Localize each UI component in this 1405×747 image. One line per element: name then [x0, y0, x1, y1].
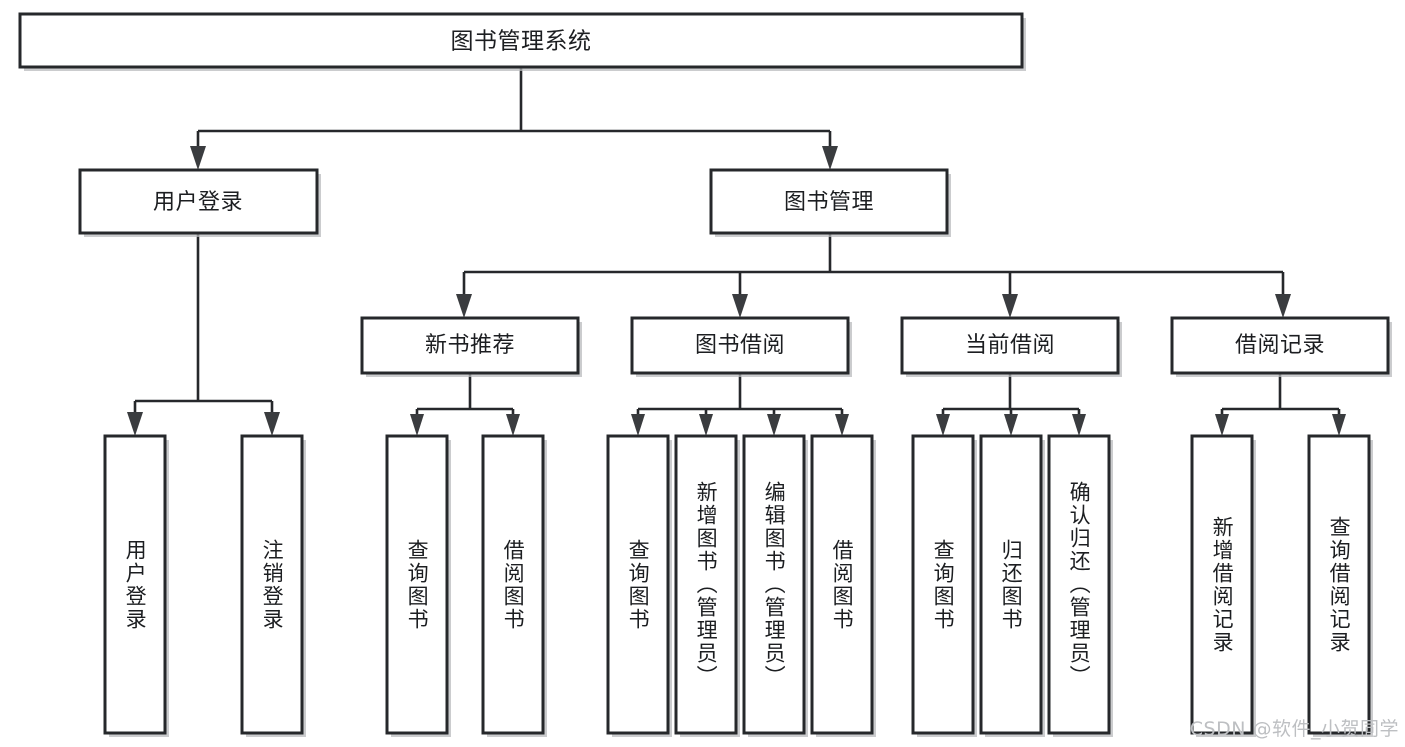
arrowhead-currentborrow-leaf-1: [936, 414, 950, 436]
csdn-watermark: CSDN @软件_小贺同学: [1189, 718, 1399, 740]
arrowhead-leaf-user-login-2: [264, 412, 280, 436]
leaf-current-borrow-0[interactable]: [911, 434, 975, 735]
leaf-user-login-0[interactable]: [103, 434, 167, 735]
box-group: [18, 12, 1390, 735]
arrowhead-book-borrow: [732, 294, 748, 318]
leaf-current-borrow-1[interactable]: [979, 434, 1043, 735]
leaf-borrow-record-1[interactable]: [1307, 434, 1371, 735]
node-user-login[interactable]: [78, 168, 319, 235]
node-root-label: 图书管理系统: [451, 29, 592, 55]
node-book-management-label: 图书管理: [784, 190, 874, 215]
arrowhead-leaf-user-login-1: [127, 412, 143, 436]
connector-group-user-login: [127, 233, 280, 436]
arrowhead-book-mgmt: [822, 146, 838, 170]
arrowhead-new-book: [456, 294, 472, 318]
arrowhead-borrowrecord-leaf-2: [1332, 414, 1346, 436]
node-root[interactable]: [18, 12, 1024, 69]
leaf-book-borrow-2[interactable]: [742, 434, 806, 735]
arrowhead-user-login: [190, 146, 206, 170]
connector-group-borrow-record: [1215, 373, 1346, 436]
node-book-borrow-label: 图书借阅: [695, 333, 785, 358]
arrowhead-borrow-record: [1275, 294, 1291, 318]
connector-group-current-borrow: [936, 373, 1086, 436]
leaf-current-borrow-2[interactable]: [1047, 434, 1111, 735]
arrowhead-borrowrecord-leaf-1: [1215, 414, 1229, 436]
node-borrow-record-label: 借阅记录: [1235, 333, 1325, 358]
node-borrow-record[interactable]: [1170, 316, 1390, 375]
connector-group-book-borrow: [631, 373, 849, 436]
label-group: 图书管理系统 用户登录 图书管理 新书推荐 图书借阅 当前借阅 借阅记录: [153, 29, 1325, 359]
arrowhead-bookborrow-leaf-4: [835, 414, 849, 436]
leaf-user-login-1[interactable]: [240, 434, 304, 735]
arrowhead-currentborrow-leaf-2: [1004, 414, 1018, 436]
node-user-login-label: 用户登录: [153, 190, 243, 215]
connector-group-root: [190, 67, 838, 170]
node-new-book-recommend-label: 新书推荐: [425, 333, 515, 358]
arrowhead-newbook-leaf-1: [410, 414, 424, 436]
node-new-book-recommend[interactable]: [360, 316, 580, 375]
node-current-borrow[interactable]: [900, 316, 1120, 375]
node-current-borrow-label: 当前借阅: [965, 333, 1055, 358]
arrowhead-bookborrow-leaf-1: [631, 414, 645, 436]
leaf-book-borrow-0[interactable]: [606, 434, 670, 735]
arrowhead-bookborrow-leaf-3: [767, 414, 781, 436]
node-book-management[interactable]: [709, 168, 949, 235]
connector-group-book-mgmt: [456, 233, 1291, 318]
leaf-new-book-1[interactable]: [481, 434, 545, 735]
leaf-book-borrow-1[interactable]: [674, 434, 738, 735]
arrowhead-current-borrow: [1002, 294, 1018, 318]
leaf-book-borrow-3[interactable]: [810, 434, 874, 735]
arrowhead-newbook-leaf-2: [506, 414, 520, 436]
arrowhead-currentborrow-leaf-3: [1072, 414, 1086, 436]
leaf-new-book-0[interactable]: [385, 434, 449, 735]
arrowhead-bookborrow-leaf-2: [699, 414, 713, 436]
node-book-borrow[interactable]: [630, 316, 850, 375]
connector-group-new-book: [410, 373, 520, 436]
leaf-borrow-record-0[interactable]: [1190, 434, 1254, 735]
